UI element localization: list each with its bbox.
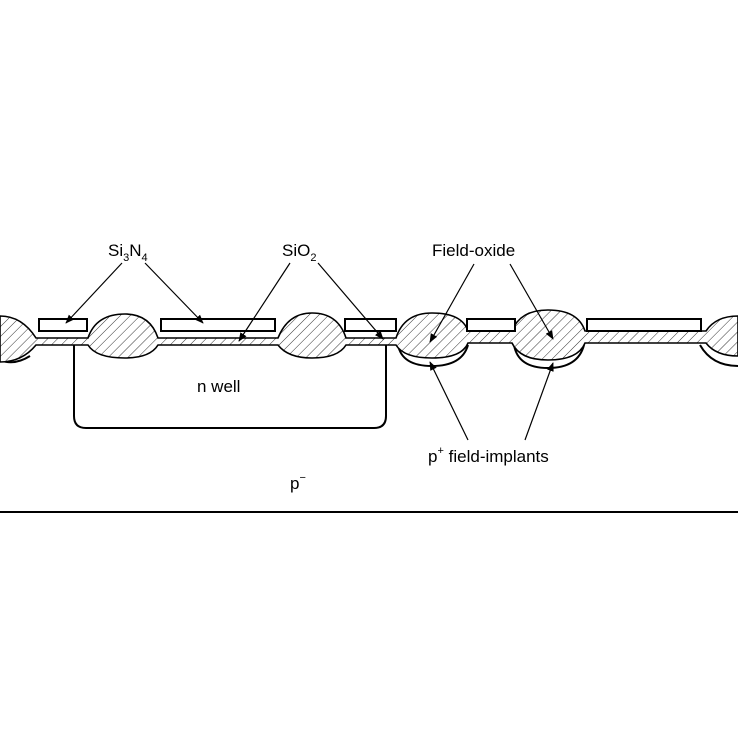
arrow-field-oxide-2 bbox=[509, 263, 554, 340]
arrow-field-oxide-1 bbox=[429, 263, 475, 343]
arrow-sio2-pad-oxide-2 bbox=[317, 262, 384, 340]
p-field-implant-right-edge bbox=[699, 344, 738, 367]
arrow-sio2-pad-oxide-1 bbox=[238, 262, 291, 342]
arrow-si3n4-pad-1 bbox=[65, 262, 123, 324]
arrow-p-implant-1 bbox=[429, 361, 469, 441]
label-p-field-implants: p+ field-implants bbox=[428, 445, 549, 466]
nitride-pad-2 bbox=[160, 318, 276, 332]
label-si3n4: Si3N4 bbox=[108, 241, 148, 264]
nitride-pad-1 bbox=[38, 318, 88, 332]
arrow-si3n4-pad-2 bbox=[144, 262, 204, 324]
arrow-p-implant-2 bbox=[524, 362, 554, 441]
label-substrate: p− bbox=[290, 472, 306, 493]
nitride-pad-4 bbox=[466, 318, 516, 332]
label-sio2: SiO2 bbox=[282, 241, 316, 264]
label-field-oxide: Field-oxide bbox=[432, 241, 515, 260]
nitride-pad-5 bbox=[586, 318, 702, 332]
n-well-region bbox=[73, 345, 387, 429]
oxide-layer bbox=[0, 309, 738, 363]
label-n-well: n well bbox=[197, 377, 240, 396]
